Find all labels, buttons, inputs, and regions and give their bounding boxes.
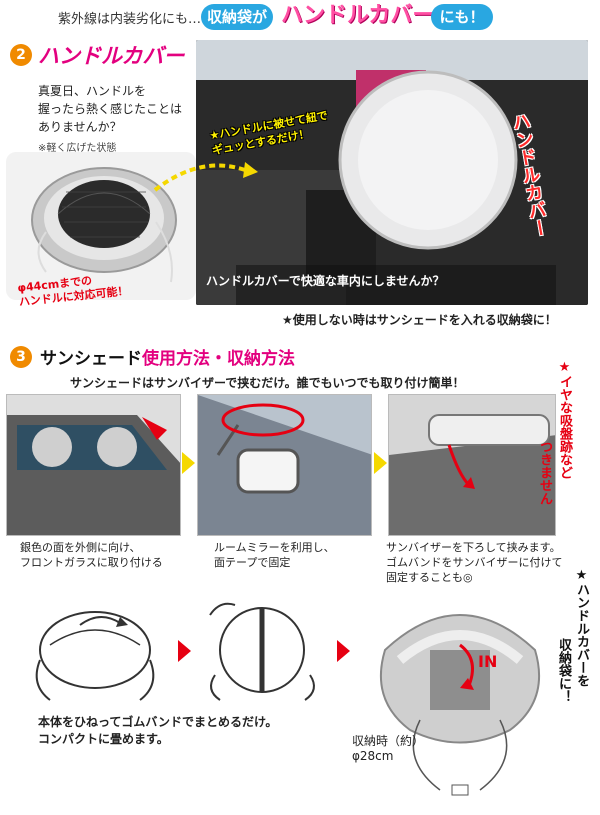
photo-caption: ハンドルカバーで快適な車内にしませんか？ <box>206 274 445 288</box>
car-interior-photo <box>196 40 588 305</box>
fold-arrow <box>178 640 191 662</box>
band-illustration <box>209 602 315 701</box>
caption-line: 面テープで固定 <box>214 556 291 569</box>
visor-illustration <box>389 395 555 535</box>
storage-note-line: 収納袋に！ <box>556 638 571 703</box>
step3-image <box>388 394 556 536</box>
caption-line: サンバイザーを下ろして挟みます。 <box>386 541 561 554</box>
caption-line: ゴムバンドをサンバイザーに付けて <box>386 556 563 569</box>
caption-line: コンパクトに畳めます。 <box>38 732 169 746</box>
caption-line: フロントガラスに取り付ける <box>20 556 163 569</box>
section3-title-product: サンシェード <box>40 349 142 369</box>
bag-photo <box>6 152 196 300</box>
step2-image <box>197 394 372 536</box>
question-line: 真夏日、ハンドルを <box>38 84 147 98</box>
suction-note-line: つきません <box>537 440 552 505</box>
header: 紫外線は内装劣化にも… 収納袋が ハンドルカバー にも！ <box>0 0 600 38</box>
storage-bag-illustration <box>379 614 541 796</box>
question-line: ありませんか？ <box>38 120 122 134</box>
storage-note-line: ★ハンドルカバーを <box>574 568 589 687</box>
section2-question: 真夏日、ハンドルを 握ったら熱く感じたことは ありませんか？ <box>38 82 182 136</box>
step2-caption: ルームミラーを利用し、 面テープで固定 <box>214 540 335 570</box>
arrow-to-photo <box>153 162 258 192</box>
caption-line: ルームミラーを利用し、 <box>214 541 335 554</box>
header-pill-storage: 収納袋が <box>201 4 273 30</box>
header-intro: 紫外線は内装劣化にも… <box>58 12 202 27</box>
caption-line: 本体をひねってゴムバンドでまとめるだけ。 <box>38 715 278 729</box>
mirror-illustration <box>198 395 371 535</box>
fold-caption: 本体をひねってゴムバンドでまとめるだけ。 コンパクトに畳めます。 <box>38 714 277 748</box>
fold-arrow <box>337 640 350 662</box>
step1-image <box>6 394 181 536</box>
twist-illustration <box>35 611 155 701</box>
car-interior-illustration <box>196 40 588 305</box>
section3-title: サンシェード使用方法・収納方法 <box>40 344 295 369</box>
in-label: IN <box>478 652 498 671</box>
section2-number-badge: 2 <box>10 44 32 66</box>
storage-size-line: φ28cm <box>352 749 394 763</box>
section3-title-method: 使用方法・収納方法 <box>142 349 295 369</box>
step-arrow <box>182 452 195 474</box>
storage-size: 収納時（約） φ28cm <box>352 734 424 764</box>
windshield-illustration <box>7 395 180 535</box>
step-arrow <box>374 452 387 474</box>
step1-caption: 銀色の面を外側に向け、 フロントガラスに取り付ける <box>20 540 163 570</box>
caption-line: 銀色の面を外側に向け、 <box>20 541 141 554</box>
step3-caption: サンバイザーを下ろして挟みます。 ゴムバンドをサンバイザーに付けて 固定すること… <box>386 540 563 585</box>
caption-line: 固定することも◎ <box>386 571 473 584</box>
storage-size-line: 収納時（約） <box>352 734 425 748</box>
header-pill-too: にも！ <box>431 4 493 30</box>
section2-note: ※軽く広げた状態 <box>38 143 117 154</box>
bag-illustration <box>31 167 177 283</box>
section3-number-badge: 3 <box>10 346 32 368</box>
section2-footer-note: ★使用しない時はサンシェードを入れる収納袋に！ <box>282 313 557 327</box>
suction-note-line: ★イヤな吸盤跡など <box>557 360 572 479</box>
question-line: 握ったら熱く感じたことは <box>38 102 183 116</box>
section3-subtitle: サンシェードはサンバイザーで挟むだけ。誰でもいつでも取り付け簡単！ <box>70 376 465 390</box>
section2-title: ハンドルカバー <box>38 44 185 68</box>
header-highlight: ハンドルカバー <box>281 3 435 28</box>
